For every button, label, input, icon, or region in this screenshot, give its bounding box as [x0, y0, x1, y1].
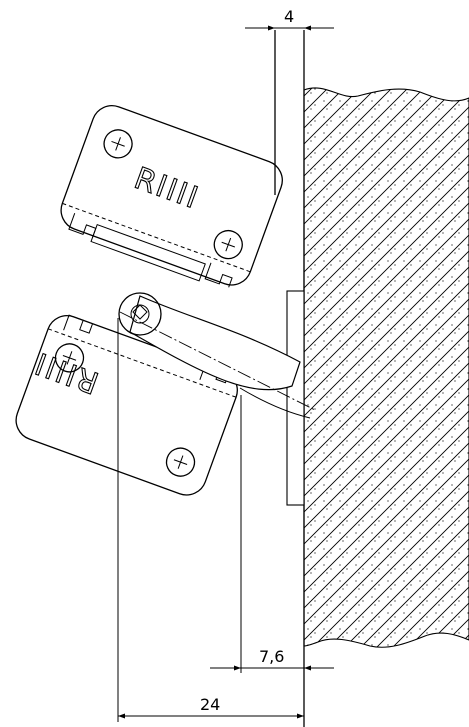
mounting-plate: [286, 290, 305, 506]
hinge-arm: [129, 295, 301, 391]
dimension-inner-offset: 7,6: [210, 647, 334, 671]
upper-hinge-plate: RIIII: [60, 105, 283, 288]
lower-screw-left: [54, 343, 85, 373]
dimension-overall-width: 24: [118, 695, 304, 719]
lower-screw-right: [165, 447, 196, 477]
dimension-inner-offset-value: 7,6: [259, 647, 284, 666]
dimension-overall-width-value: 24: [200, 695, 220, 714]
lower-brand-label: RIIII: [29, 344, 103, 400]
wall-section: [303, 87, 469, 648]
dimension-top-gap: 4: [245, 7, 334, 31]
hinge-arm-tip: [239, 387, 311, 419]
upper-screw-right: [213, 229, 243, 260]
dimension-top-gap-value: 4: [284, 7, 294, 26]
hinge-arm-centerline: [119, 311, 316, 411]
pivot-knuckle: [118, 292, 162, 336]
upper-brand-label: RIIII: [130, 161, 204, 217]
upper-screw-left: [103, 129, 133, 159]
